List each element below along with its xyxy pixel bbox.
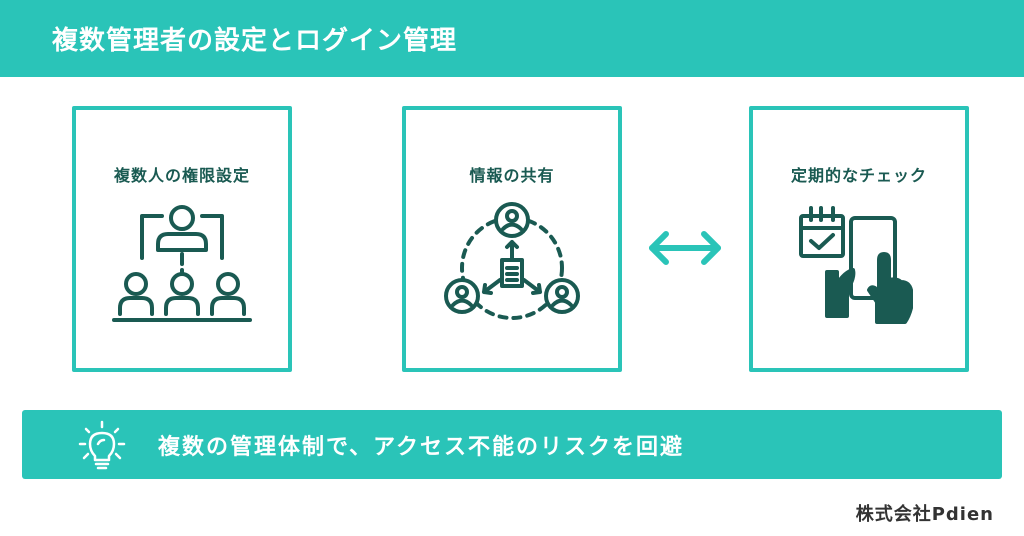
- card-information-sharing: 情報の共有: [402, 106, 622, 372]
- page-title: 複数管理者の設定とログイン管理: [52, 26, 458, 56]
- banner-text: 複数の管理体制で、アクセス不能のリスクを回避: [158, 434, 685, 460]
- header-bar: 複数管理者の設定とログイン管理: [0, 0, 1024, 77]
- information-sharing-icon: [442, 198, 582, 332]
- lightbulb-icon: [78, 420, 126, 474]
- card-label: 情報の共有: [469, 166, 555, 185]
- card-label: 複数人の権限設定: [113, 166, 250, 185]
- card-label: 定期的なチェック: [790, 166, 927, 185]
- card-regular-check: 定期的なチェック: [749, 106, 969, 372]
- summary-banner: 複数の管理体制で、アクセス不能のリスクを回避: [22, 410, 1002, 479]
- double-arrow-icon: [644, 228, 726, 272]
- team-hierarchy-icon: [112, 198, 252, 336]
- company-name: 株式会社Pdien: [855, 504, 994, 525]
- card-permission-settings: 複数人の権限設定: [72, 106, 292, 372]
- calendar-check-phone-icon: [789, 198, 929, 336]
